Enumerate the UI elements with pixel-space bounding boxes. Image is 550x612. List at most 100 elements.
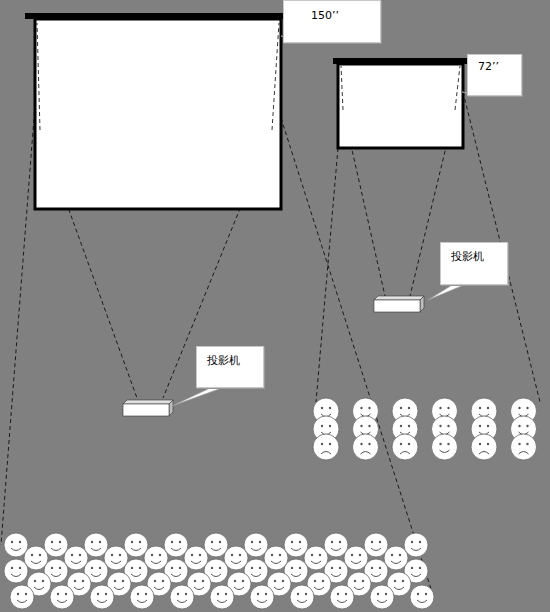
face-mouth: [74, 587, 84, 590]
face-eye: [479, 443, 481, 445]
face-eye: [139, 541, 141, 543]
face-outline: [330, 585, 354, 609]
face-eye: [231, 554, 233, 556]
face-eye: [79, 554, 81, 556]
face-eye: [137, 593, 139, 595]
face-mouth: [361, 452, 371, 455]
callout-box: 投影机: [440, 242, 508, 285]
face-eye: [42, 580, 44, 582]
face-eye: [162, 580, 164, 582]
face-outline: [50, 585, 74, 609]
audience-face: [204, 533, 228, 557]
callout-box: 150’’: [283, 0, 381, 43]
audience-face: [144, 546, 168, 570]
face-mouth: [314, 587, 324, 590]
face-mouth: [440, 450, 450, 453]
face-eye: [408, 425, 410, 427]
face-outline: [250, 585, 274, 609]
face-mouth: [34, 587, 44, 590]
face-eye: [202, 580, 204, 582]
face-eye: [354, 580, 356, 582]
audience-face: [290, 585, 314, 609]
face-eye: [319, 554, 321, 556]
face-eye: [171, 541, 173, 543]
face-mouth: [331, 574, 341, 577]
audience-face: [124, 533, 148, 557]
face-eye: [65, 593, 67, 595]
face-eye: [447, 425, 449, 427]
face-eye: [145, 593, 147, 595]
face-eye: [194, 580, 196, 582]
face-mouth: [17, 600, 27, 603]
face-eye: [447, 443, 449, 445]
face-eye: [518, 407, 520, 409]
audience-face: [50, 585, 74, 609]
face-mouth: [137, 600, 147, 603]
projector-front: [123, 404, 169, 416]
audience-face: [24, 546, 48, 570]
face-eye: [234, 580, 236, 582]
audience-face: [170, 585, 194, 609]
face-eye: [400, 443, 402, 445]
audience-face: [250, 585, 274, 609]
audience-face: [10, 585, 34, 609]
callout-text: 72’’: [478, 60, 499, 73]
face-eye: [122, 580, 124, 582]
face-eye: [239, 554, 241, 556]
face-eye: [59, 541, 61, 543]
face-eye: [368, 425, 370, 427]
face-eye: [399, 554, 401, 556]
face-eye: [345, 593, 347, 595]
face-outline: [210, 585, 234, 609]
face-outline: [324, 533, 348, 557]
face-eye: [391, 554, 393, 556]
audience-face: [304, 546, 328, 570]
face-eye: [447, 407, 449, 409]
audience-face: [511, 434, 537, 460]
face-eye: [177, 593, 179, 595]
face-mouth: [97, 600, 107, 603]
projection-line: [316, 148, 338, 402]
face-eye: [179, 567, 181, 569]
face-mouth: [151, 561, 161, 564]
face-mouth: [291, 548, 301, 551]
face-eye: [394, 580, 396, 582]
face-eye: [322, 580, 324, 582]
face-mouth: [337, 600, 347, 603]
face-eye: [179, 541, 181, 543]
callout-pointers: [172, 36, 490, 406]
face-mouth: [291, 574, 301, 577]
face-outline: [313, 434, 339, 460]
projector-symbol: [123, 400, 173, 416]
face-outline: [130, 585, 154, 609]
audience-face: [284, 533, 308, 557]
face-eye: [314, 580, 316, 582]
face-eye: [211, 567, 213, 569]
audience-face: [130, 585, 154, 609]
face-mouth: [411, 548, 421, 551]
face-eye: [379, 567, 381, 569]
face-eye: [321, 425, 323, 427]
face-mouth: [331, 548, 341, 551]
face-mouth: [231, 561, 241, 564]
face-mouth: [274, 587, 284, 590]
face-outline: [24, 546, 48, 570]
face-eye: [25, 593, 27, 595]
face-outline: [224, 546, 248, 570]
face-eye: [360, 425, 362, 427]
face-outline: [284, 533, 308, 557]
face-mouth: [371, 574, 381, 577]
face-eye: [185, 593, 187, 595]
face-eye: [311, 554, 313, 556]
face-eye: [291, 541, 293, 543]
face-eye: [171, 567, 173, 569]
projection-line: [341, 66, 343, 110]
face-eye: [17, 593, 19, 595]
face-eye: [359, 554, 361, 556]
face-eye: [91, 541, 93, 543]
face-eye: [57, 593, 59, 595]
audience-face: [330, 585, 354, 609]
face-eye: [279, 554, 281, 556]
face-eye: [34, 580, 36, 582]
face-mouth: [479, 452, 489, 455]
